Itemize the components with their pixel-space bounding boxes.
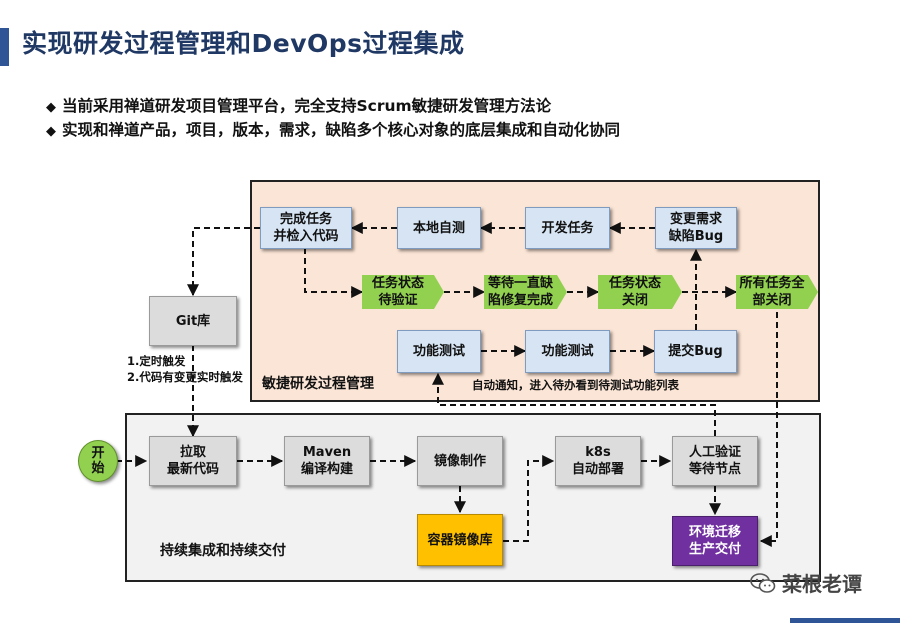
bullet-item: ◆实现和禅道产品，项目，版本，需求，缺陷多个核心对象的底层集成和自动化协同 <box>46 119 620 143</box>
trigger-note-1: 1.定时触发 <box>127 354 186 368</box>
waiting-bug-fix-chevron: 等待一直缺陷修复完成 <box>484 275 567 309</box>
status-pending-verify-chevron: 任务状态待验证 <box>362 275 444 309</box>
trigger-note-2: 2.代码有变更实时触发 <box>127 370 243 384</box>
image-build-box: 镜像制作 <box>417 436 503 486</box>
page-title: 实现研发过程管理和DevOps过程集成 <box>22 29 465 58</box>
local-selftest-box: 本地自测 <box>397 207 481 249</box>
dev-task-box: 开发任务 <box>525 207 610 249</box>
title-accent-bar <box>0 28 9 66</box>
start-circle: 开始 <box>78 440 118 482</box>
agile-panel-label: 敏捷研发过程管理 <box>262 376 374 392</box>
function-test-box-1: 功能测试 <box>397 330 481 373</box>
all-tasks-closed-chevron: 所有任务全部关闭 <box>736 275 818 309</box>
change-request-bug-box: 变更需求缺陷Bug <box>655 207 737 249</box>
watermark-text: 菜根老谭 <box>782 572 862 596</box>
commit-task-box: 完成任务并检入代码 <box>260 207 352 249</box>
git-repo-box: Git库 <box>149 296 237 346</box>
wechat-icon <box>750 572 776 593</box>
env-migration-box: 环境迁移生产交付 <box>672 516 758 566</box>
bullet-list: ◆当前采用禅道研发项目管理平台，完全支持Scrum敏捷研发管理方法论 ◆实现和禅… <box>46 95 620 143</box>
function-test-box-2: 功能测试 <box>525 330 610 373</box>
bullet-item: ◆当前采用禅道研发项目管理平台，完全支持Scrum敏捷研发管理方法论 <box>46 95 620 119</box>
auto-notify-note: 自动通知，进入待办看到待测试功能列表 <box>472 378 679 392</box>
cicd-panel-label: 持续集成和持续交付 <box>160 543 286 559</box>
submit-bug-box: 提交Bug <box>654 330 737 373</box>
container-registry-box: 容器镜像库 <box>417 514 503 566</box>
status-closed-chevron: 任务状态关闭 <box>598 275 682 309</box>
pull-latest-code-box: 拉取最新代码 <box>149 436 237 486</box>
manual-verify-box: 人工验证等待节点 <box>672 436 758 486</box>
bottom-accent-rule <box>790 618 900 623</box>
diamond-bullet-icon: ◆ <box>46 124 56 139</box>
diamond-bullet-icon: ◆ <box>46 100 56 115</box>
watermark: 菜根老谭 <box>750 568 862 597</box>
